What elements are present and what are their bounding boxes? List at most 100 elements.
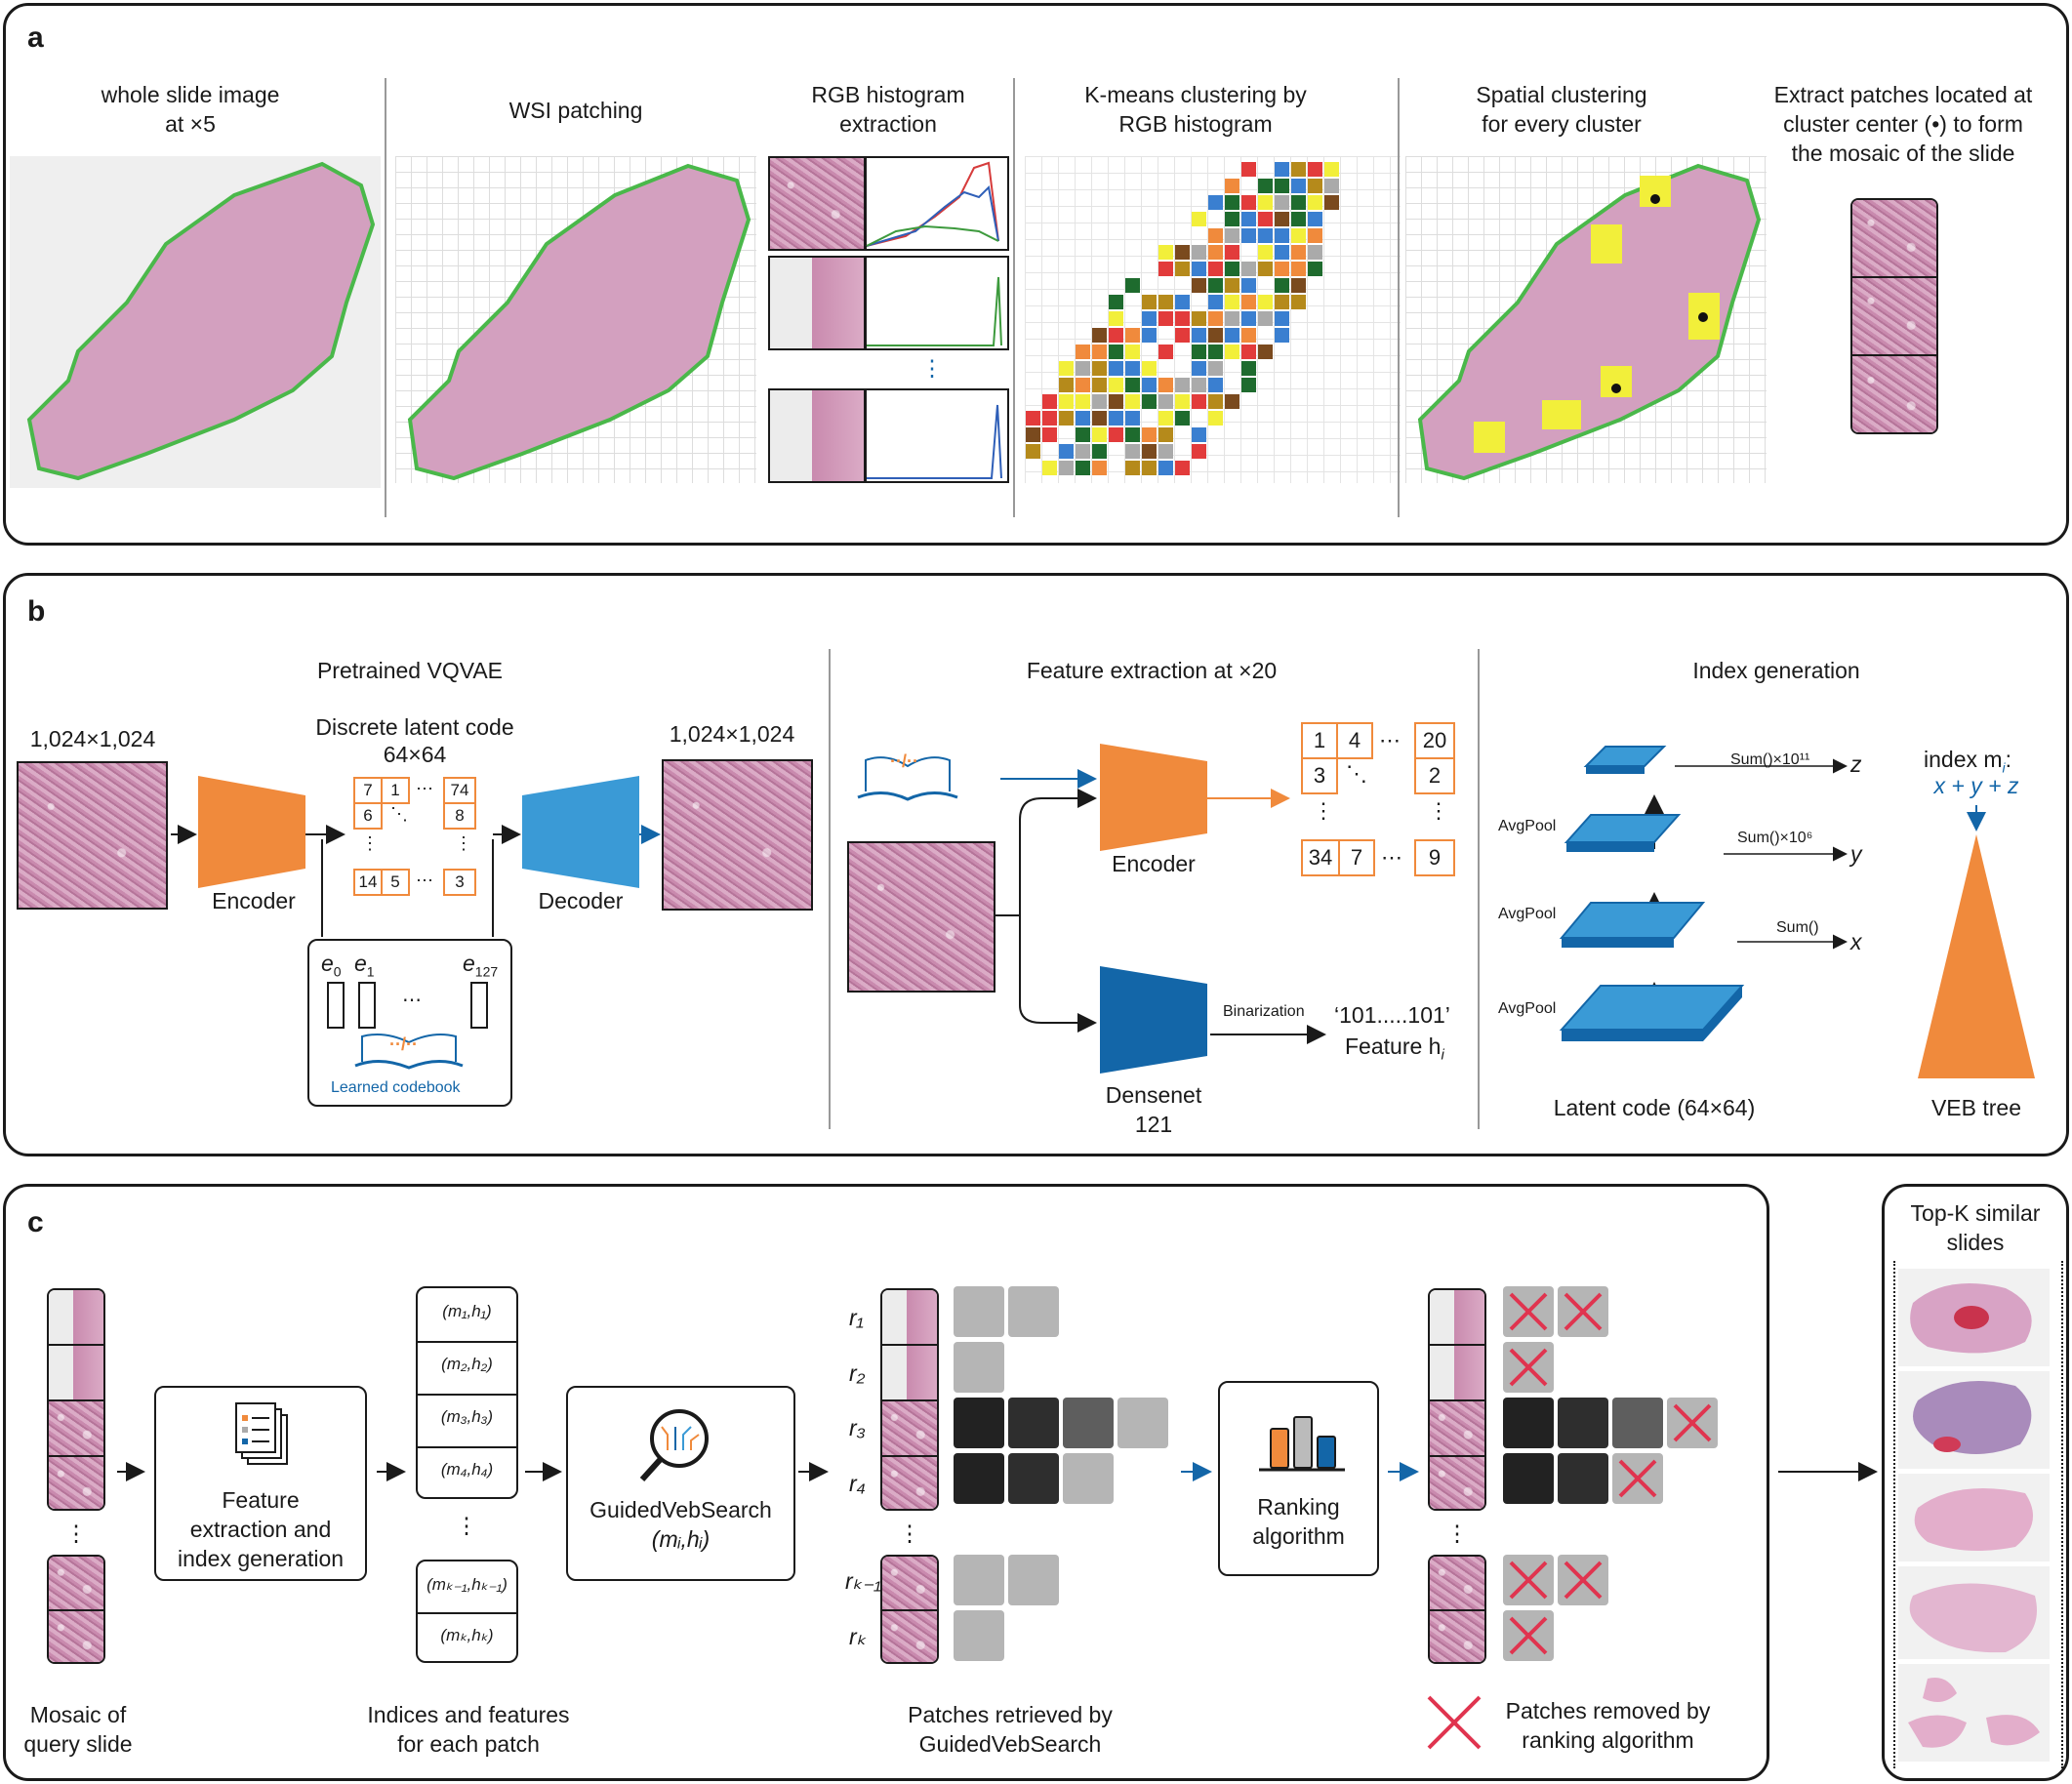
feat-cell: 9 [1414,839,1455,876]
sum-x-label: Sum() [1776,919,1819,936]
cluster-cell [1275,328,1289,343]
cluster-cell [1158,245,1173,260]
cluster-cell [1092,361,1107,376]
cluster-cell [1225,228,1239,243]
cluster-cell [1142,361,1157,376]
retrieved-grid [954,1286,1198,1667]
cluster-cell [1208,228,1223,243]
indices-caption-1: Indices and features [367,1702,570,1727]
kmeans-title-2: RGB histogram [1118,111,1273,137]
spatial-title-1: Spatial clustering [1476,82,1647,107]
cluster-cell [1241,262,1256,276]
cluster-cell [1076,444,1090,459]
cluster-cell [1158,378,1173,392]
cluster-cell [1275,278,1289,293]
cluster-cell [1324,162,1339,177]
cluster-cell [1026,444,1040,459]
cluster-cell [1291,179,1306,193]
cluster-cell [1109,311,1123,326]
cluster-cell [1291,262,1306,276]
cluster-cell [1125,361,1140,376]
kept-patch [1558,1453,1608,1504]
rgb-hist-3 [865,388,1009,483]
codebook-e0: e0 [321,951,342,980]
cluster-cell [1158,295,1173,309]
feat-encoder-shape [1100,744,1207,851]
cluster-cell [1208,245,1223,260]
codebook-e127: e127 [463,951,499,980]
cluster-cell [1241,345,1256,359]
feature-box-line-1: Feature [222,1487,300,1513]
cluster-cell [1208,411,1223,426]
cluster-cell [1175,461,1190,475]
cluster-cell [1109,361,1123,376]
cluster-cell [1225,179,1239,193]
latent-cell: 7 [353,777,383,804]
index-m-label: index mi: [1924,747,2012,776]
feature-extraction-box: Feature extraction and index generation [154,1386,367,1581]
retrieved-patch [954,1610,1004,1661]
cluster-cell [1158,345,1173,359]
feat-cell: 2 [1414,757,1455,794]
retrieved-caption-2: GuidedVebSearch [918,1731,1102,1757]
mosaic-title-2: cluster center (•) to form [1783,111,2023,137]
removed-caption-1: Patches removed by [1505,1698,1711,1723]
cluster-cell [1109,411,1123,426]
cluster-cell [1241,162,1256,177]
retrieved-patch [1063,1453,1114,1504]
cluster-cell [1059,394,1074,409]
spatial-image [1405,156,1767,483]
cluster-cell [1258,262,1273,276]
indices-list-top: (m₁,h₁) (m₂,h₂) (m₃,h₃) (m₄,h₄) [416,1286,518,1499]
latent-cell: 8 [443,802,476,830]
cluster-cell [1258,345,1273,359]
latent-diag-dots: ⋱ [390,804,408,824]
cluster-cell [1158,394,1173,409]
cluster-cell [1208,195,1223,210]
feat-vdots: ⋮ [1428,798,1449,823]
rgb-hist-1-curves [866,161,999,247]
vqvae-output-patch [662,759,813,911]
cluster-cell [1192,444,1206,459]
cluster-cell [1308,195,1322,210]
retrieved-patch [1008,1286,1059,1337]
row-label-r4: r₄ [849,1471,866,1496]
binary-code: ‘101.....101’ [1334,1002,1450,1028]
cluster-cell [1258,212,1273,226]
cluster-cell [1175,262,1190,276]
index-title: Index generation [1692,658,1860,683]
cluster-cell [1275,195,1289,210]
index-item: (m₁,h₁) [442,1302,492,1320]
cluster-cell [1208,345,1223,359]
cluster-cell [1076,345,1090,359]
cluster-cell [1092,378,1107,392]
cluster-cell [1125,461,1140,475]
z-label: z [1850,751,1862,777]
densenet-label-2: 121 [1134,1112,1173,1137]
separator-b2 [1478,649,1480,1129]
cluster-cell [1258,311,1273,326]
rgb-patch-3 [768,388,866,483]
cluster-cell [1125,427,1140,442]
mosaic-query-caption-2: query slide [23,1731,133,1757]
spatial-tissue-shape [1417,163,1762,481]
removed-x-icon [1427,1695,1482,1750]
cluster-cell [1092,461,1107,475]
separator-b1 [829,649,831,1129]
kmeans-title-1: K-means clustering by [1084,82,1307,107]
row-label-r1: r₁ [849,1305,864,1330]
cluster-cell [1175,245,1190,260]
cluster-cell [1192,328,1206,343]
index-item: (m₂,h₂) [441,1355,493,1373]
cluster-cell [1109,345,1123,359]
cluster-cell [1092,427,1107,442]
rgb-title-2: extraction [839,111,937,137]
cluster-cell [1275,311,1289,326]
kept-patch [1503,1398,1554,1448]
spatial-title-2: for every cluster [1482,111,1642,137]
feat-cell: 34 [1301,839,1340,876]
codebook-label: Learned codebook [331,1079,461,1096]
cluster-cell [1125,411,1140,426]
cluster-cell [1142,444,1157,459]
index-formula: x + y + z [1933,773,2019,798]
